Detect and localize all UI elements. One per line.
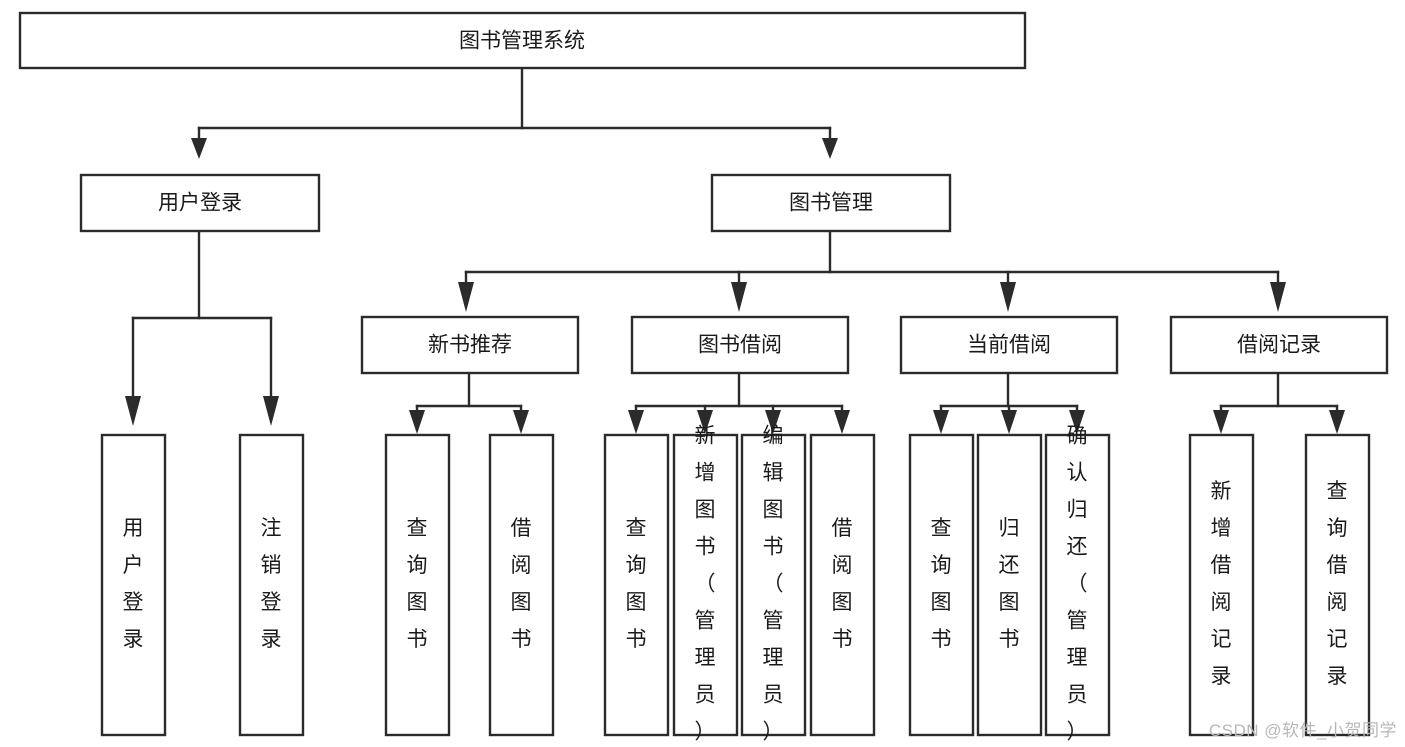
leaf-box-br-1 <box>1188 433 1255 737</box>
arrow-head-new-book-recommend <box>458 282 474 312</box>
node-root-label: 图书管理系统 <box>459 30 585 53</box>
leaf-node-new-book-recommend-1[interactable]: 查询图书 <box>384 433 451 737</box>
leaf-box-bb-2 <box>672 433 739 737</box>
leaf-node-current-borrow-1[interactable]: 查询图书 <box>908 433 975 737</box>
leaf-label-user-login-1: 用户登录 <box>123 517 144 651</box>
leaf-node-borrow-record-1[interactable]: 新增借阅记录 <box>1188 433 1255 737</box>
node-book-management[interactable]: 图书管理 <box>710 173 952 233</box>
node-borrow-record-box <box>1169 315 1389 375</box>
leaf-node-user-login-2[interactable]: 注销登录 <box>238 433 305 737</box>
arrow-head-user-login-leaf-1 <box>125 396 141 426</box>
node-current-borrow[interactable]: 当前借阅 <box>899 315 1119 375</box>
leaf-label-bb-4: 借阅图书 <box>832 517 853 651</box>
leaf-box-bb-1 <box>603 433 670 737</box>
node-new-book-recommend-box <box>360 315 580 375</box>
node-book-borrow[interactable]: 图书借阅 <box>630 315 850 375</box>
arrow-head-bb-leaf-4 <box>834 410 850 434</box>
connector-group-book-borrow <box>628 372 850 434</box>
csdn-watermark: CSDN @软件_小贺同学 <box>1208 721 1397 740</box>
node-current-borrow-label: 当前借阅 <box>967 334 1051 357</box>
leaf-box-nbr-1 <box>384 433 451 737</box>
leaf-label-nbr-1: 查询图书 <box>407 517 428 651</box>
leaf-label-cb-2: 归还图书 <box>999 517 1020 651</box>
connector-group-book-mgmt <box>458 230 1286 312</box>
node-book-borrow-box <box>630 315 850 375</box>
node-root-book-management-system[interactable]: 图书管理系统 <box>18 11 1027 70</box>
leaf-box-cb-2 <box>976 433 1043 737</box>
node-root-box <box>18 11 1027 70</box>
leaf-label-cb-3: 确认归还（管理员） <box>1067 425 1088 744</box>
node-book-borrow-label: 图书借阅 <box>698 334 782 357</box>
leaf-label-cb-1: 查询图书 <box>931 517 952 651</box>
leaf-label-bb-3: 编辑图书（管理员） <box>763 425 784 744</box>
leaf-box-user-login-1 <box>100 433 167 737</box>
arrow-head-user-login-leaf-2 <box>263 396 279 426</box>
connector-group-current-borrow <box>933 372 1085 434</box>
arrow-head-book-mgmt <box>822 138 838 159</box>
connector-group-root <box>191 66 838 159</box>
arrow-head-bb-leaf-2 <box>697 410 713 434</box>
node-user-login-label: 用户登录 <box>158 192 242 215</box>
leaf-box-cb-1 <box>908 433 975 737</box>
leaf-label-nbr-2: 借阅图书 <box>511 517 532 651</box>
arrow-head-cb-leaf-3 <box>1069 410 1085 434</box>
leaf-label-br-1: 新增借阅记录 <box>1211 480 1232 688</box>
node-user-login-box <box>79 173 321 233</box>
node-book-management-label: 图书管理 <box>789 192 873 215</box>
leaf-node-book-borrow-2[interactable]: 新增图书（管理员） <box>672 425 739 744</box>
arrow-head-cb-leaf-1 <box>933 410 949 434</box>
leaf-label-user-login-2: 注销登录 <box>261 517 282 651</box>
arrow-head-br-leaf-1 <box>1213 410 1229 434</box>
node-borrow-record[interactable]: 借阅记录 <box>1169 315 1389 375</box>
leaf-node-book-borrow-1[interactable]: 查询图书 <box>603 433 670 737</box>
leaf-label-br-2: 查询借阅记录 <box>1327 480 1348 688</box>
connector-group-user-login <box>125 230 279 426</box>
arrow-head-nbr-leaf-1 <box>409 410 425 434</box>
arrow-head-br-leaf-2 <box>1329 410 1345 434</box>
leaf-box-br-2 <box>1304 433 1371 737</box>
arrow-head-current-borrow <box>1000 282 1016 312</box>
leaf-node-new-book-recommend-2[interactable]: 借阅图书 <box>488 433 555 737</box>
node-new-book-recommend-label: 新书推荐 <box>428 334 512 357</box>
leaf-node-user-login-1[interactable]: 用户登录 <box>100 433 167 737</box>
arrow-head-nbr-leaf-2 <box>513 410 529 434</box>
connector-group-new-book-recommend <box>409 372 529 434</box>
leaf-box-bb-4 <box>809 433 876 737</box>
node-borrow-record-label: 借阅记录 <box>1237 334 1321 357</box>
arrow-head-user-login <box>191 138 207 159</box>
node-current-borrow-box <box>899 315 1119 375</box>
arrow-head-bb-leaf-1 <box>628 410 644 434</box>
leaf-box-bb-3 <box>740 433 807 737</box>
leaf-node-current-borrow-3[interactable]: 确认归还（管理员） <box>1044 425 1111 744</box>
arrow-head-book-borrow <box>731 282 747 312</box>
arrow-head-borrow-record <box>1270 282 1286 312</box>
leaf-node-book-borrow-4[interactable]: 借阅图书 <box>809 433 876 737</box>
arrow-head-cb-leaf-2 <box>1001 410 1017 434</box>
connector-group-borrow-record <box>1213 372 1345 434</box>
leaf-node-current-borrow-2[interactable]: 归还图书 <box>976 433 1043 737</box>
node-new-book-recommend[interactable]: 新书推荐 <box>360 315 580 375</box>
leaf-label-bb-2: 新增图书（管理员） <box>695 425 716 744</box>
arrow-head-bb-leaf-3 <box>765 410 781 434</box>
leaf-box-nbr-2 <box>488 433 555 737</box>
leaf-label-bb-1: 查询图书 <box>626 517 647 651</box>
leaf-box-cb-3 <box>1044 433 1111 737</box>
leaf-box-user-login-2 <box>238 433 305 737</box>
node-user-login[interactable]: 用户登录 <box>79 173 321 233</box>
leaf-node-borrow-record-2[interactable]: 查询借阅记录 <box>1304 433 1371 737</box>
node-book-management-box <box>710 173 952 233</box>
leaf-node-book-borrow-3[interactable]: 编辑图书（管理员） <box>740 425 807 744</box>
